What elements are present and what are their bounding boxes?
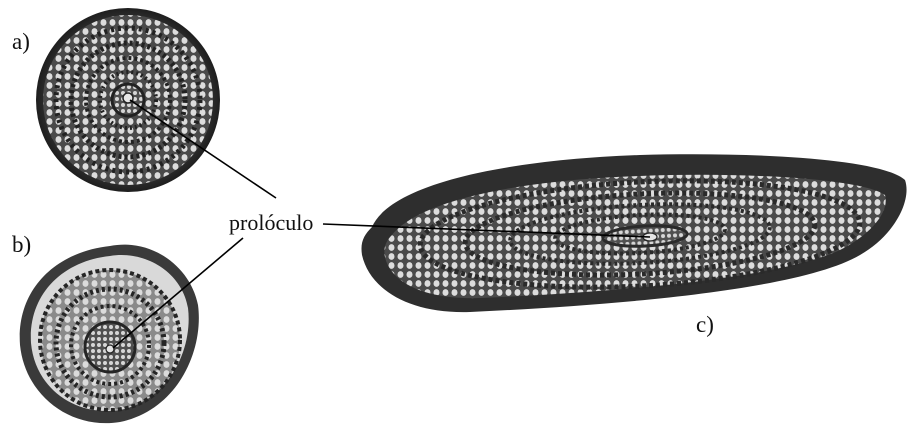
specimen-a-section xyxy=(36,8,220,192)
label-b: b) xyxy=(12,233,31,256)
label-a: a) xyxy=(12,30,30,53)
label-c: c) xyxy=(696,313,714,336)
specimen-b-section xyxy=(20,245,199,424)
specimen-c-section xyxy=(361,154,906,312)
proloculus-label: prolóculo xyxy=(229,212,313,234)
